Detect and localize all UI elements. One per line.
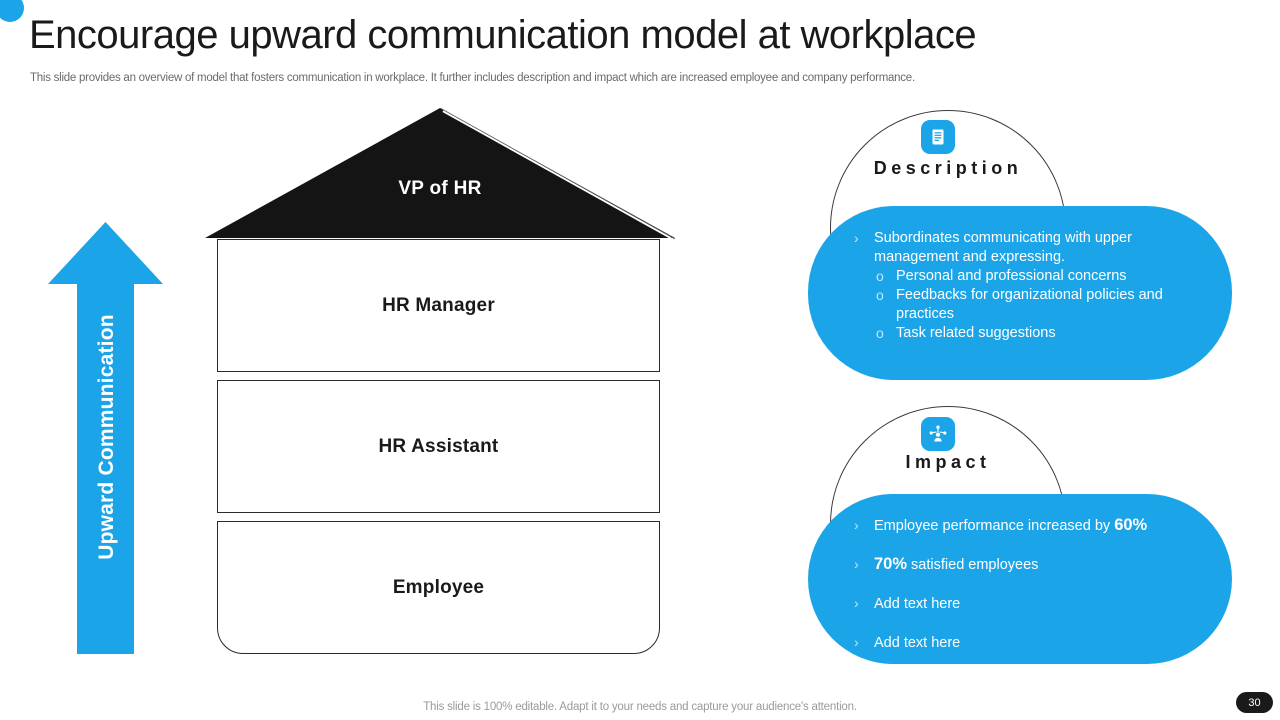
description-heading: Description (873, 158, 1023, 178)
hierarchy-level-label: Employee (392, 576, 485, 598)
page-number-badge: 30 (1236, 692, 1273, 713)
list-item: o Feedbacks for organizational policies … (854, 286, 1194, 324)
hierarchy-level-label: HR Assistant (378, 435, 499, 457)
list-item: › 70% satisfied employees (854, 555, 1204, 575)
page-subtitle: This slide provides an overview of model… (30, 72, 915, 84)
description-body: › Subordinates communicating with upper … (808, 206, 1232, 380)
bullet-text: Task related suggestions (896, 325, 1056, 341)
bullet-chevron-icon: › (854, 595, 859, 611)
roof-shape (205, 108, 675, 240)
list-item: › Employee performance increased by 60% (854, 516, 1204, 536)
arrow-label: Upward Communication (95, 314, 118, 560)
document-icon (921, 120, 955, 154)
list-item: › Add text here (854, 633, 1204, 653)
hierarchy-level-hr-manager: HR Manager (217, 239, 660, 372)
arrow-shaft (77, 278, 134, 654)
list-item: › Add text here (854, 594, 1204, 614)
page-title: Encourage upward communication model at … (29, 13, 977, 57)
roof-label: VP of HR (398, 178, 482, 199)
bullet-text: Add text here (874, 596, 961, 612)
bullet-text: 70% satisfied employees (874, 555, 1039, 573)
bullet-circle-icon: o (876, 287, 884, 303)
bullet-chevron-icon: › (854, 517, 859, 533)
bullet-text: Employee performance increased by 60% (874, 516, 1148, 534)
bullet-circle-icon: o (876, 325, 884, 341)
hierarchy-level-hr-assistant: HR Assistant (217, 380, 660, 513)
bullet-chevron-icon: › (854, 634, 859, 650)
list-item: o Task related suggestions (854, 324, 1194, 343)
hierarchy-level-employee: Employee (217, 521, 660, 654)
list-item: › Subordinates communicating with upper … (854, 229, 1194, 267)
bullet-text: Personal and professional concerns (896, 268, 1127, 284)
bullet-chevron-icon: › (854, 230, 859, 246)
accent-dot (0, 0, 24, 22)
network-people-icon (921, 417, 955, 451)
bullet-text: Feedbacks for organizational policies an… (896, 287, 1163, 322)
impact-heading: Impact (905, 452, 991, 472)
list-item: o Personal and professional concerns (854, 267, 1194, 286)
bullet-circle-icon: o (876, 268, 884, 284)
description-bullet-list: › Subordinates communicating with upper … (854, 229, 1194, 343)
hierarchy-house: VP of HR HR Manager HR Assistant Employe… (205, 108, 675, 654)
impact-body: › Employee performance increased by 60% … (808, 494, 1232, 664)
bullet-text: Add text here (874, 635, 961, 651)
bullet-chevron-icon: › (854, 556, 859, 572)
impact-bullet-list: › Employee performance increased by 60% … (854, 516, 1204, 672)
footer-note: This slide is 100% editable. Adapt it to… (423, 701, 857, 713)
hierarchy-level-label: HR Manager (382, 294, 495, 316)
upward-communication-arrow: Upward Communication (48, 222, 163, 654)
bullet-text: Subordinates communicating with upper ma… (874, 230, 1132, 265)
